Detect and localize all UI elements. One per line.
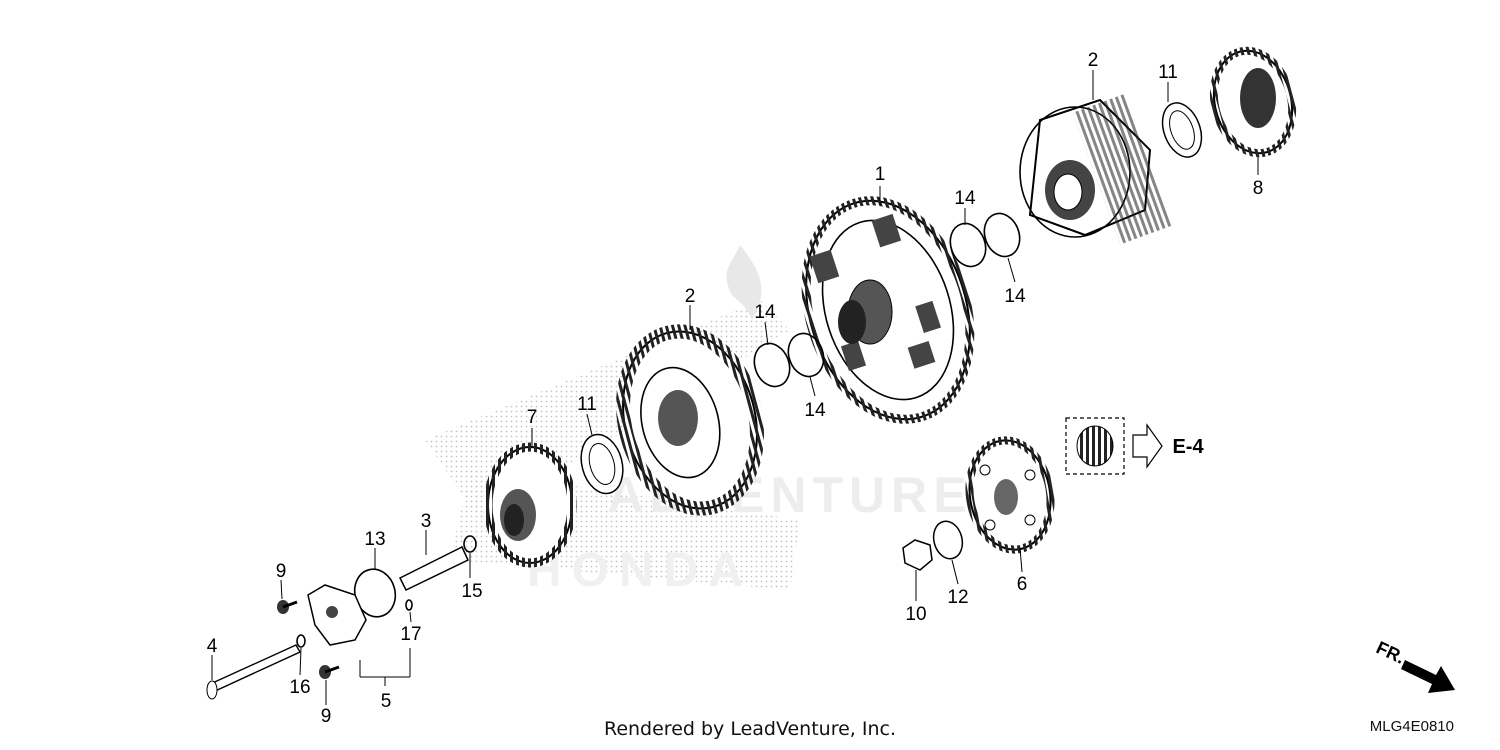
small-fasteners — [277, 599, 413, 679]
part-2-clutch-outer-lower — [616, 324, 764, 516]
callout-6: 6 — [1017, 574, 1028, 595]
callout-7: 7 — [527, 407, 538, 428]
watermark-flame-icon — [726, 245, 762, 320]
callout-labels: 1 2 2 3 4 5 6 7 8 9 9 10 11 11 12 13 14 … — [207, 50, 1264, 727]
callout-13: 13 — [364, 529, 385, 550]
callout-17: 17 — [400, 624, 421, 645]
direction-label: FR. — [1373, 637, 1408, 667]
part-16-washer — [296, 634, 306, 648]
part-10-nut — [902, 539, 933, 571]
callout-14-a: 14 — [954, 188, 976, 209]
part-15-ring — [463, 535, 477, 553]
part-14-ring-a — [949, 222, 987, 268]
callout-1: 1 — [875, 164, 886, 185]
callout-14-b: 14 — [1004, 286, 1026, 307]
direction-indicator: FR. — [1373, 637, 1455, 693]
callout-12: 12 — [947, 587, 968, 608]
callout-11-lower: 11 — [577, 394, 597, 415]
footer-credit: Rendered by LeadVenture, Inc. — [603, 718, 897, 740]
part-2-clutch-outer-upper — [1019, 93, 1173, 245]
watermark-logo: HONDA — [527, 544, 753, 597]
callout-2-lower: 2 — [685, 286, 696, 307]
front-arrow-icon — [1401, 660, 1455, 693]
callout-9-lower: 9 — [321, 706, 332, 727]
part-12-washer — [932, 520, 964, 560]
reference-arrow-icon — [1132, 423, 1163, 469]
callout-15: 15 — [461, 581, 482, 602]
part-9-bolt-lower — [319, 665, 340, 679]
callout-9-upper: 9 — [276, 561, 287, 582]
part-4-bolt — [206, 644, 301, 700]
callout-10: 10 — [905, 604, 926, 625]
part-5-plate — [307, 584, 411, 686]
callout-5: 5 — [381, 691, 392, 712]
callout-16: 16 — [289, 677, 310, 698]
part-6-gear — [965, 436, 1055, 554]
part-9-bolt-upper — [277, 600, 298, 614]
callout-8: 8 — [1253, 178, 1264, 199]
reference-e4-group: E-4 — [1065, 417, 1204, 475]
part-3-shaft — [398, 545, 469, 591]
part-14-ring-c — [753, 342, 791, 388]
part-17-pin — [405, 599, 413, 611]
part-11-washer-upper — [1161, 102, 1203, 158]
part-14-ring-d — [787, 332, 825, 378]
callout-2-upper: 2 — [1088, 50, 1099, 71]
rings-and-washers — [353, 102, 1203, 618]
diagram-code: MLG4E0810 — [1369, 718, 1454, 735]
leader-lines — [211, 70, 1259, 705]
part-11-washer-lower — [580, 433, 624, 495]
part-8-gear — [1209, 46, 1297, 158]
callout-11-upper: 11 — [1158, 62, 1178, 83]
callout-3: 3 — [421, 511, 432, 532]
part-1-primary-driven-gear — [801, 196, 975, 424]
part-14-ring-b — [983, 212, 1021, 258]
reference-label: E-4 — [1172, 436, 1204, 458]
callout-4: 4 — [207, 636, 218, 657]
callout-14-c: 14 — [754, 302, 776, 323]
part-7-gear — [483, 442, 577, 568]
callout-14-d: 14 — [804, 400, 826, 421]
